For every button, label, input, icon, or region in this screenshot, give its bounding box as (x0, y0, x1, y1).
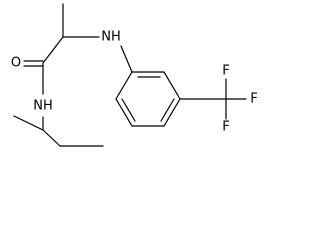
amide-nh-label: NH (33, 99, 53, 114)
bond-amine-n-ring (120, 45, 133, 73)
fluorine-top-label: F (222, 64, 229, 79)
bond-ch-ethyl (42, 129, 61, 147)
ring-double-2 (160, 98, 175, 122)
oxygen-label: O (11, 56, 21, 71)
bond-alpha-carbonyl (42, 36, 64, 64)
bonds (13, 3, 247, 147)
molecule-canvas: O NH NH F F F (11, 3, 258, 147)
fluorine-bottom-label: F (222, 120, 229, 135)
bond-ch-methyl (13, 115, 44, 131)
benzene-ring (115, 71, 181, 127)
amine-nh-label: NH (101, 30, 121, 45)
structure-diagram: O NH NH F F F (11, 3, 258, 147)
ring-double-3 (121, 98, 136, 122)
fluorine-right-label: F (250, 92, 257, 107)
atom-labels: O NH NH F F F (11, 30, 258, 135)
